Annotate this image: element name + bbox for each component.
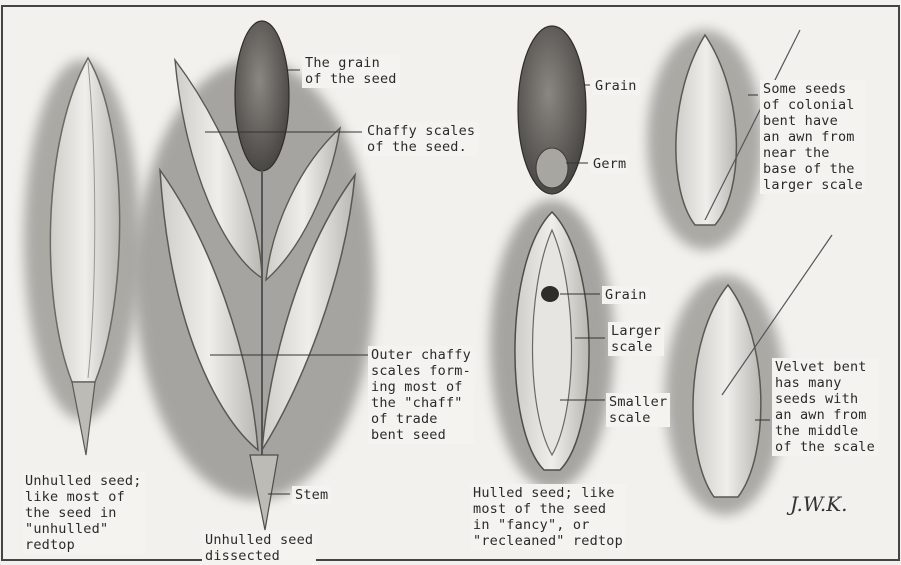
caption-unhulled-seed-dissected: Unhulled seed dissected (202, 531, 316, 565)
caption-hulled-seed: Hulled seed; like most of the seed in "f… (470, 484, 626, 550)
label-grain-of-seed: The grain of the seed (302, 54, 400, 88)
label-stem: Stem (292, 486, 331, 504)
caption-colonial-bent: Some seeds of colonial bent have an awn … (760, 80, 866, 194)
caption-velvet-bent: Velvet bent has many seeds with an awn f… (772, 358, 878, 456)
label-chaffy-scales: Chaffy scales of the seed. (364, 122, 478, 156)
label-smaller-scale: Smaller scale (606, 393, 670, 427)
artist-signature: J.W.K. (790, 492, 848, 516)
label-grain-top: Grain (592, 77, 640, 95)
label-germ: Germ (590, 155, 629, 173)
label-outer-chaffy-scales: Outer chaffy scales form- ing most of th… (368, 346, 474, 444)
caption-unhulled-seed: Unhulled seed; like most of the seed in … (22, 472, 145, 554)
label-larger-scale: Larger scale (608, 322, 664, 356)
label-grain-hulled: Grain (602, 286, 650, 304)
